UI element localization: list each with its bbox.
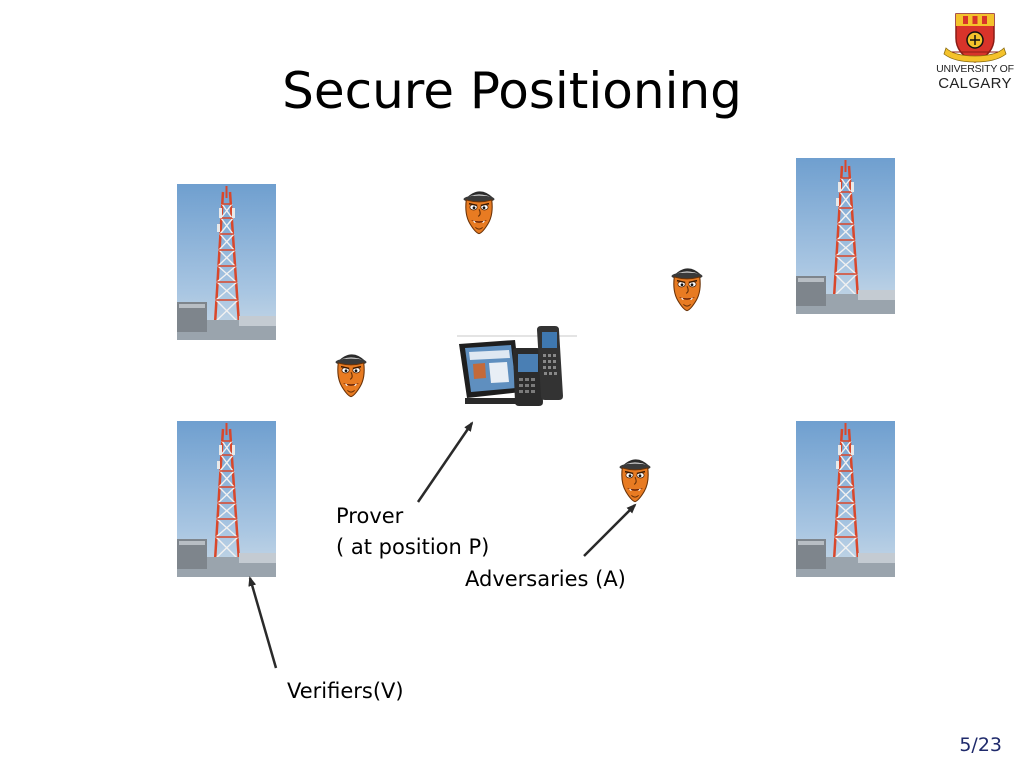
page-number: 5/23 bbox=[959, 734, 1002, 756]
verifier-arrow bbox=[248, 576, 278, 669]
university-logo: UNIVERSITY OF CALGARY bbox=[934, 8, 1016, 94]
verifiers-label: Verifiers(V) bbox=[287, 679, 404, 703]
logo-text-line2: CALGARY bbox=[938, 75, 1012, 92]
prover-position-label: ( at position P) bbox=[336, 535, 490, 559]
adversary-arrow bbox=[583, 503, 637, 557]
prover-arrow bbox=[416, 421, 474, 503]
logo-text-line1: UNIVERSITY OF bbox=[936, 63, 1014, 75]
prover-label: Prover bbox=[336, 504, 404, 528]
prover-device bbox=[455, 322, 579, 408]
adversaries-label: Adversaries (A) bbox=[465, 567, 626, 591]
crest-icon bbox=[943, 13, 1007, 63]
slide-title: Secure Positioning bbox=[282, 62, 742, 120]
mobile-devices-icon bbox=[457, 326, 577, 406]
